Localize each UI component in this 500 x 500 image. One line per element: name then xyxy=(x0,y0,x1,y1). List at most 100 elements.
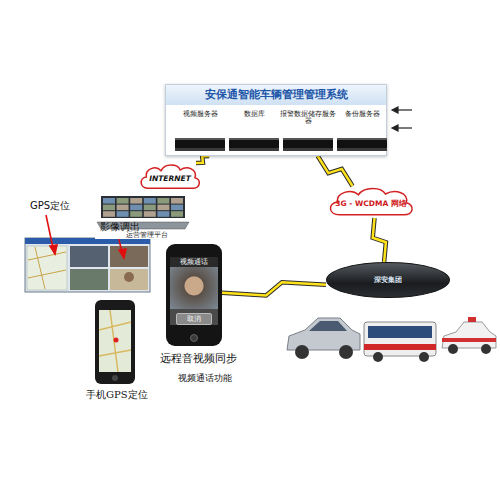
desk-node: 运营管理平台 xyxy=(95,196,199,244)
bus-body xyxy=(364,322,436,356)
bus xyxy=(364,322,436,362)
screen xyxy=(171,211,183,217)
screen-wall xyxy=(101,196,185,218)
bolt-fill xyxy=(373,218,386,262)
silver-car xyxy=(287,318,360,359)
server-image xyxy=(229,138,279,151)
server-image xyxy=(337,138,387,151)
bolt-outline xyxy=(196,156,209,163)
home-button xyxy=(190,334,198,342)
bolt-fill xyxy=(222,282,326,295)
arrow-head xyxy=(392,107,398,113)
phone-body xyxy=(95,300,135,384)
wheel xyxy=(419,352,429,362)
car-window xyxy=(309,321,347,331)
taxi-sign xyxy=(468,317,476,322)
screen xyxy=(130,211,142,217)
wheel xyxy=(339,345,353,359)
system-title: 安保通智能车辆管理管理系统 xyxy=(166,85,386,105)
phone-node: 视频通话取消 xyxy=(166,244,222,346)
screen xyxy=(130,205,142,211)
bolt-outline xyxy=(373,218,386,262)
bolt-outline xyxy=(222,282,326,295)
bus-windows xyxy=(368,326,432,338)
screenshot-window xyxy=(25,238,150,292)
pointer-head xyxy=(119,249,126,258)
screen xyxy=(144,205,156,211)
server-node: 视频服务器 xyxy=(172,111,228,151)
car-body xyxy=(442,322,496,348)
screen xyxy=(171,205,183,211)
server-image xyxy=(283,138,333,151)
cloud-label: 3G - WCDMA 网络 xyxy=(335,196,407,208)
gps-pin xyxy=(114,338,119,343)
video-pane xyxy=(70,246,108,267)
gps-phone xyxy=(95,300,135,384)
screen xyxy=(144,211,156,217)
screen xyxy=(157,211,169,217)
screen xyxy=(103,198,115,204)
home-button xyxy=(112,375,118,381)
desk-label: 运营管理平台 xyxy=(95,231,199,239)
wheel xyxy=(481,344,491,354)
server-label: 报警数据储存服务器 xyxy=(280,111,336,125)
lightning-connector xyxy=(196,156,209,163)
screen xyxy=(103,205,115,211)
screen xyxy=(157,198,169,204)
pointer-line xyxy=(46,215,53,248)
lightning-connector xyxy=(373,218,386,262)
bolt-outline xyxy=(318,156,353,186)
screen xyxy=(103,211,115,217)
screen xyxy=(117,205,129,211)
wheel xyxy=(373,352,383,362)
phone-screen xyxy=(99,310,131,372)
cancel-button: 取消 xyxy=(176,313,212,325)
video-image xyxy=(170,267,218,309)
cloud-outline xyxy=(330,188,412,214)
server-node: 数据库 xyxy=(226,111,282,151)
window-frame xyxy=(25,238,150,292)
face xyxy=(124,272,134,282)
lightning-connector xyxy=(222,282,326,295)
server-image xyxy=(175,138,225,151)
caption-label: GPS定位 xyxy=(30,200,70,212)
cloud-node: 3G - WCDMA 网络 xyxy=(326,186,416,218)
screen xyxy=(171,198,183,204)
server-label: 数据库 xyxy=(226,111,282,118)
bus-stripe xyxy=(364,344,436,350)
video-pane xyxy=(110,246,148,267)
input-arrows xyxy=(392,107,412,131)
bolt-fill xyxy=(196,156,209,163)
arrow-head xyxy=(392,125,398,131)
screen xyxy=(130,198,142,204)
screen xyxy=(157,205,169,211)
mirror-node: 深安集团 xyxy=(326,262,450,298)
server-label: 备份服务器 xyxy=(334,111,390,118)
call-title: 视频通话 xyxy=(170,257,218,267)
screen xyxy=(117,198,129,204)
taxi-stripe xyxy=(442,338,496,342)
caption-label: 视频通话功能 xyxy=(178,373,232,384)
taxi xyxy=(442,317,496,354)
map-roads xyxy=(28,247,66,289)
caption-label: 手机GPS定位 xyxy=(86,389,148,401)
lightning-connector xyxy=(318,156,353,186)
phone-screen: 视频通话取消 xyxy=(170,257,218,325)
bolt-fill xyxy=(318,156,353,186)
wheel xyxy=(448,344,458,354)
caption-label: 远程音视频同步 xyxy=(160,352,237,365)
brand-label: 深安集团 xyxy=(374,276,402,285)
cloud-node: INTERNET xyxy=(138,163,202,191)
server-label: 视频服务器 xyxy=(172,111,228,118)
map-roads xyxy=(99,310,131,372)
cloud-label: INTERNET xyxy=(149,171,191,183)
pointer-head xyxy=(50,245,57,254)
server-node: 报警数据储存服务器 xyxy=(280,111,336,151)
wheel xyxy=(295,345,309,359)
band-node: 安保通智能车辆管理管理系统视频服务器数据库报警数据储存服务器备份服务器 xyxy=(165,84,387,156)
cloud-outline xyxy=(141,165,199,188)
video-pane xyxy=(70,269,108,290)
video-pane xyxy=(110,269,148,290)
